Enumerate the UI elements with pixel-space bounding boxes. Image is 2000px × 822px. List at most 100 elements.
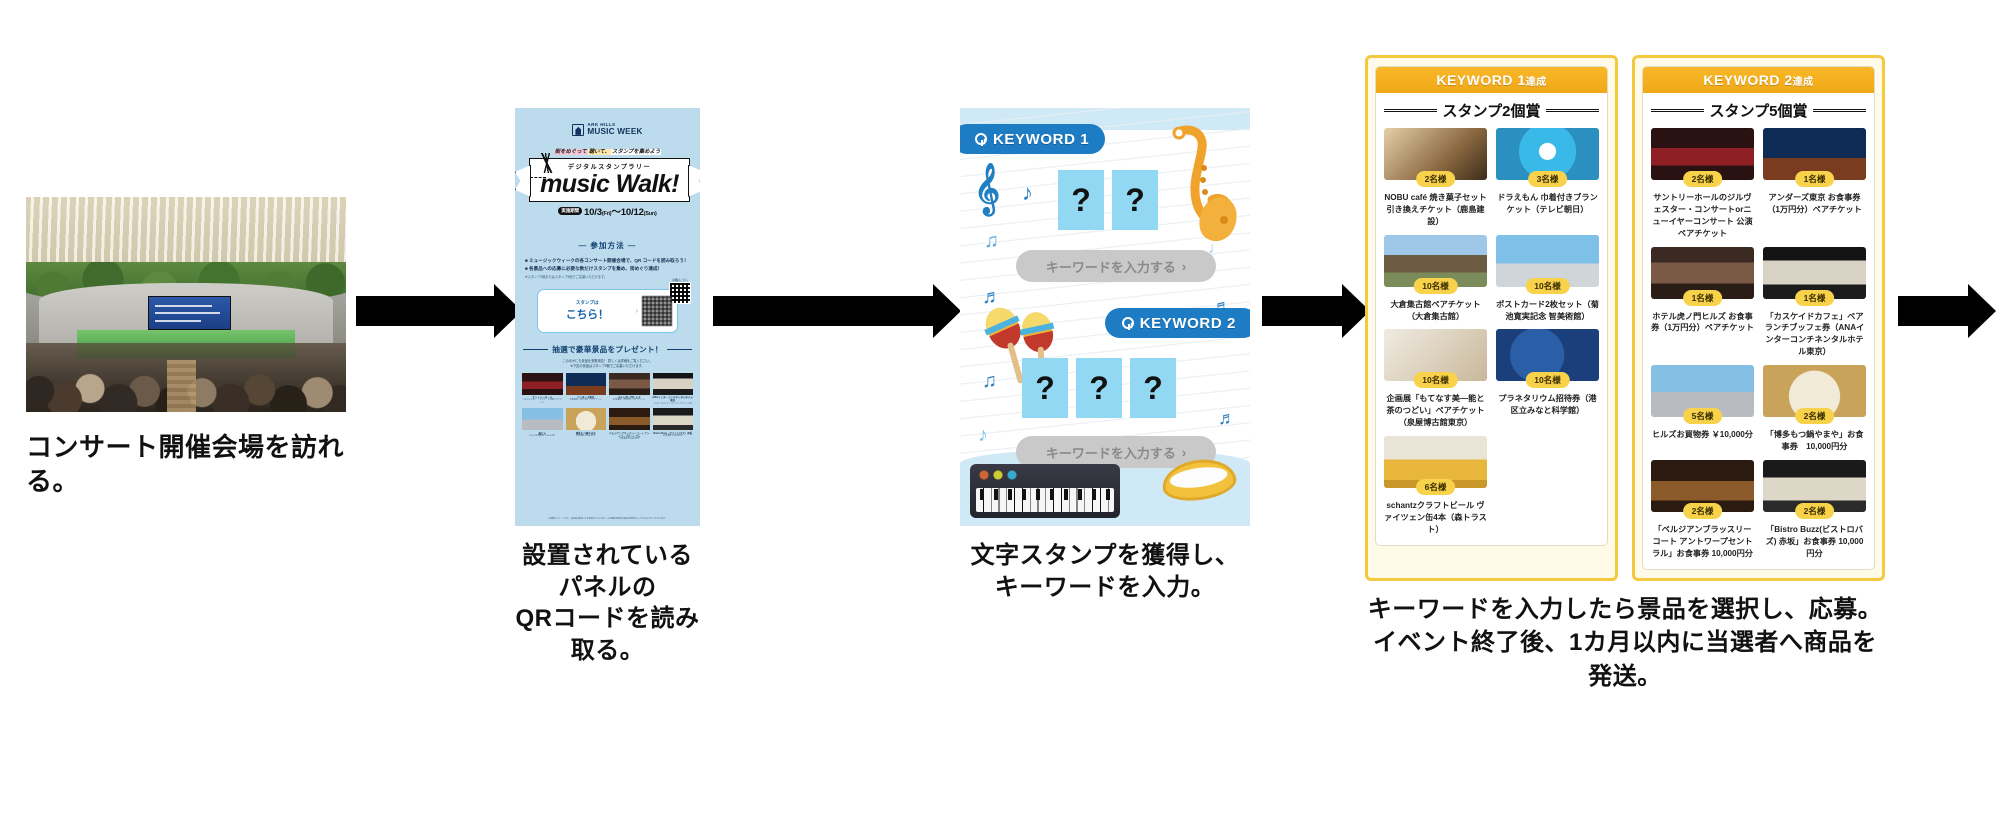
keyword-1-label: KEYWORD 1: [993, 130, 1090, 148]
key-icon: [974, 132, 987, 146]
dash-decoration: [530, 176, 546, 178]
poster-prize-thumb: [565, 408, 606, 431]
prize-item[interactable]: 2名様「ベルジアンブラッスリーコート アントワープセントラル」お食事券 10,0…: [1651, 459, 1754, 560]
stamp-qr-code-icon[interactable]: [642, 295, 672, 326]
howto-item-1: ■ ミュージックウィークの各コンサート開催会場で、QR コードを読み取ろう！: [525, 257, 689, 263]
stamp-qr-card[interactable]: スタンプは こちら！ ›: [537, 288, 678, 333]
prize-item[interactable]: 6名様 schantzクラフトビール ヴァイツェン缶4本（森トラスト）: [1384, 436, 1487, 536]
poster-footer-note: ※画像はイメージです。※景品は変更になる場合がございます。※当選者の発表は賞品の…: [548, 518, 667, 521]
prize-thumb-wrap: 3名様: [1496, 128, 1599, 187]
keyword-1-input-button[interactable]: キーワードを入力する ›: [1016, 250, 1216, 282]
prize-label: 「カスケイドカフェ」ペアランチブッフェ券（ANAインターコンチネンタルホテル東京…: [1764, 311, 1865, 357]
poster-prize-note-2: ※下記の景品はスタンプ5個でご応募いただけます。: [570, 363, 645, 368]
poster-subtitle: デジタルスタンプラリー: [567, 163, 652, 171]
prize-label: ヒルズお買物券 ￥10,000分: [1651, 430, 1753, 440]
step-4-caption-line-2: イベント終了後、1カ月以内に当選者へ商品を発送。: [1373, 629, 1877, 690]
rule-left: [1651, 109, 1704, 112]
poster-prize-note-1: このほかにも景品を多数用意！ 詳しくは詳細をご覧ください。: [562, 358, 653, 363]
poster-prize-name: 博多もつ鍋やまや: [575, 431, 596, 435]
key-icon: [1121, 316, 1134, 330]
poster-tagline: 街をめぐって聴いて、スタンプを集めよう: [515, 147, 700, 155]
prize-screen-banner: KEYWORD 2達成: [1643, 67, 1874, 93]
poster-prize-thumb: [609, 408, 650, 431]
rule-left: [1384, 109, 1437, 112]
arrow-head-icon: [933, 284, 961, 338]
step-4-caption: キーワードを入力したら景品を選択し、応募。 イベント終了後、1カ月以内に当選者へ…: [1365, 593, 1885, 694]
rule-right: [666, 348, 693, 351]
poster-prize-sub: お食事券 10,000円分: [576, 434, 596, 437]
poster-title-box: デジタルスタンプラリー music Walk!: [515, 152, 700, 202]
prize-label: ポストカード2枚セット（菊池寛実記念 智美術館）: [1496, 299, 1599, 321]
prize-item[interactable]: 1名様アンダーズ東京 お食事券（1万円分）ペアチケット: [1763, 128, 1866, 240]
poster-prize-name: Bistro Buzz（ビストロバズ）赤坂: [653, 431, 693, 435]
poster-prize-cell: Bistro Buzz（ビストロバズ）赤坂お食事券 10,000円分: [652, 408, 693, 441]
prize-item[interactable]: 10名様ポストカード2枚セット（菊池寛実記念 智美術館）: [1496, 234, 1599, 323]
prize-quantity-badge: 2名様: [1682, 171, 1723, 187]
period-to-day: (Sun): [643, 210, 657, 217]
prize-thumb-wrap: 10名様: [1496, 329, 1599, 389]
qr-code-icon[interactable]: [669, 282, 691, 304]
prize-label: サントリーホールのジルヴェスター・コンサートorニューイヤーコンサート 公演ペア…: [1652, 193, 1753, 238]
poster-prize-cell: サントリーホールジルヴェスター・コンサート公演ペアチケット: [522, 372, 563, 406]
ark-hills-mark-icon: [572, 123, 585, 136]
keyword-2-tiles: ? ? ?: [1022, 358, 1176, 418]
prize-screen-banner-ja: 達成: [1525, 77, 1547, 88]
music-note-icon: ♬: [1218, 408, 1236, 428]
poster-prize-name: ベルジアンブラッスリーコート アントワープセントラル: [609, 431, 650, 438]
prize-screen-banner-en: KEYWORD 1: [1436, 72, 1526, 88]
step-2-caption-line-2: QRコードを読み取る。: [515, 605, 700, 665]
step-1-caption: コンサート開催会場を訪れる。: [26, 432, 345, 497]
prize-item[interactable]: 3名様ドラえもん 巾着付きブランケット（テレビ朝日）: [1496, 128, 1599, 228]
saxophone-icon: [1172, 125, 1237, 242]
poster-prize-thumb: [652, 372, 693, 395]
prize-quantity-badge: 1名様: [1682, 289, 1723, 306]
prize-quantity-badge: 1名様: [1794, 171, 1835, 187]
stamp-tile: ?: [1022, 358, 1068, 418]
music-note-icon: ♪: [1022, 180, 1033, 205]
concert-venue-photo: [26, 197, 346, 412]
stamp-card-line-1: スタンプは: [575, 299, 599, 305]
arrow-head-icon: [1968, 284, 1996, 338]
stamp-award-title-text: スタンプ2個賞: [1442, 103, 1541, 120]
prize-item[interactable]: 10名様企画展「もてなす美―能と茶のつどい」ペアチケット（泉屋博古館東京）: [1384, 329, 1487, 429]
prize-label: ホテル虎ノ門ヒルズ お食事券（1万円分）ペアチケット: [1651, 311, 1754, 333]
prize-screen-banner-en: KEYWORD 2: [1703, 72, 1793, 88]
prize-thumb-wrap: 1名様: [1763, 246, 1866, 306]
prize-quantity-badge: 5名様: [1682, 408, 1723, 425]
howto-heading: — 参加方法 —: [578, 240, 637, 250]
prize-item[interactable]: 2名様「博多もつ鍋やまや」お食事券 10,000円分: [1763, 365, 1866, 453]
howto-note: ※スタンプ2個またはスタンプ5個でご応募いただけます。: [525, 274, 608, 279]
detail-qr-block[interactable]: 詳細はこちら: [669, 278, 691, 304]
stamp-tile: ?: [1112, 170, 1158, 230]
prize-item[interactable]: 2名様サントリーホールのジルヴェスター・コンサートorニューイヤーコンサート 公…: [1651, 128, 1754, 240]
step-3: 𝄞 ♪ ♫ ♬ ♬ ♫ ♪ ♬ ♩ KEYWORD 1 ? ? キーワードを入力…: [960, 108, 1250, 603]
prize-item[interactable]: 1名様ホテル虎ノ門ヒルズ お食事券（1万円分）ペアチケット: [1651, 246, 1754, 359]
ribbon-right: [688, 164, 700, 197]
prize-item[interactable]: 10名様大倉集古館ペアチケット（大倉集古館）: [1384, 234, 1487, 323]
brand-line-2: MUSIC WEEK: [587, 127, 643, 137]
prize-label: アンダーズ東京 お食事券（1万円分）ペアチケット: [1767, 193, 1862, 214]
prize-item[interactable]: 5名様ヒルズお買物券 ￥10,000分: [1651, 365, 1754, 453]
maracas-icon: [984, 307, 1055, 387]
arrow-step3-to-step4: [1262, 284, 1370, 338]
tagline-part-1: 街をめぐって: [553, 148, 588, 155]
prize-label: schantzクラフトビール ヴァイツェン缶4本（森トラスト）: [1384, 501, 1487, 534]
poster-prize-cell: ANAインターコンチネンタルホテル東京カスケイドカフェ ペアランチブッフェ券: [652, 372, 693, 406]
poster-prize-thumb: [522, 372, 563, 395]
ark-hills-music-week-logo: ARK HILLS MUSIC WEEK: [515, 108, 700, 138]
poster-prize-cell: ホテル虎ノ門ヒルズお食事券（1万円分）ペアチケット: [609, 372, 650, 406]
prize-item[interactable]: 2名様「Bistro Buzz(ビストロバズ) 赤坂」お食事券 10,000円分: [1763, 459, 1866, 560]
prize-item[interactable]: 10名様プラネタリウム招待券（港区立みなと科学館）: [1496, 329, 1599, 429]
prize-thumb-wrap: 6名様: [1384, 436, 1487, 496]
prize-label: 「ベルジアンブラッスリーコート アントワープセントラル」お食事券 10,000円…: [1651, 524, 1753, 558]
prize-thumb-wrap: 10名様: [1384, 329, 1487, 389]
chevron-right-icon: ›: [1181, 444, 1187, 460]
period-from-day: (Fri): [601, 210, 612, 217]
prize-item[interactable]: 1名様「カスケイドカフェ」ペアランチブッフェ券（ANAインターコンチネンタルホテ…: [1763, 246, 1866, 359]
ribbon-left: [515, 164, 531, 197]
photo-stage-screen: [147, 295, 231, 331]
stamp-award-title: スタンプ5個賞: [1643, 93, 1874, 125]
